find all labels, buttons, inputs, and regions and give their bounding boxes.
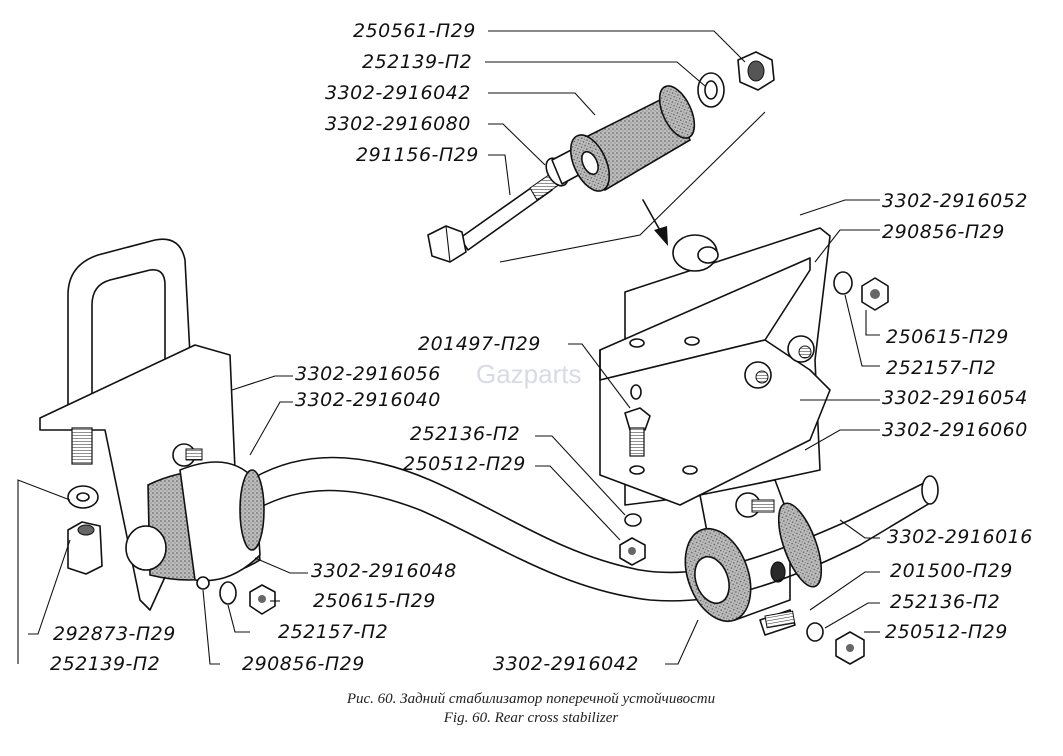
part-label: 252139-П2 xyxy=(362,51,472,73)
part-label: 290856-П29 xyxy=(882,221,1005,243)
part-label: 3302-2916054 xyxy=(882,387,1028,409)
part-label: 252157-П2 xyxy=(278,621,388,643)
leader-lines xyxy=(17,30,880,665)
part-label: 250512-П29 xyxy=(403,453,526,475)
part-label: 3302-2916042 xyxy=(325,82,471,104)
left-nut xyxy=(67,521,103,575)
part-label: 3302-2916052 xyxy=(882,190,1028,212)
assembly-axis-line xyxy=(499,111,766,263)
part-label: 252139-П2 xyxy=(50,653,160,675)
part-label: 250615-П29 xyxy=(886,326,1009,348)
right-bracket-assembly xyxy=(599,227,831,636)
part-label: 201500-П29 xyxy=(890,560,1013,582)
left-bushing-rim xyxy=(239,469,265,551)
part-label: 3302-2916016 xyxy=(887,526,1033,548)
part-label: 250615-П29 xyxy=(313,590,436,612)
part-label: 3302-2916042 xyxy=(493,653,639,675)
loose-fasteners xyxy=(219,271,889,665)
part-label: 3302-2916048 xyxy=(311,560,457,582)
part-label: 252136-П2 xyxy=(410,423,520,445)
bar-end xyxy=(125,525,167,571)
part-label: 252136-П2 xyxy=(890,591,1000,613)
part-label: 252157-П2 xyxy=(886,357,996,379)
part-label: 292873-П29 xyxy=(53,623,176,645)
part-label: 3302-2916056 xyxy=(295,363,441,385)
part-label: 250512-П29 xyxy=(885,621,1008,643)
top-bolt-assembly xyxy=(427,51,775,263)
caption-russian: Рис. 60. Задний стабилизатор поперечной … xyxy=(346,691,715,707)
stabilizer-bar xyxy=(249,456,939,623)
direction-arrow-icon xyxy=(654,226,668,246)
part-label: 290856-П29 xyxy=(242,653,365,675)
bracket-front-plate xyxy=(599,339,831,506)
part-label: 201497-П29 xyxy=(418,333,541,355)
watermark: Gazparts xyxy=(476,359,582,389)
part-label: 3302-2916060 xyxy=(882,419,1028,441)
part-label: 250561-П29 xyxy=(353,20,476,42)
part-label: 3302-2916040 xyxy=(295,389,441,411)
caption-english: Fig. 60. Rear cross stabilizer xyxy=(443,710,619,726)
part-label: 3302-2916080 xyxy=(325,113,471,135)
part-label: 291156-П29 xyxy=(356,144,479,166)
u-bolt xyxy=(67,238,191,421)
bracket-bolt-head xyxy=(624,407,651,431)
part-labels: 250561-П29 252139-П2 3302-2916042 3302-2… xyxy=(50,20,1033,675)
left-bracket-assembly xyxy=(39,238,265,611)
